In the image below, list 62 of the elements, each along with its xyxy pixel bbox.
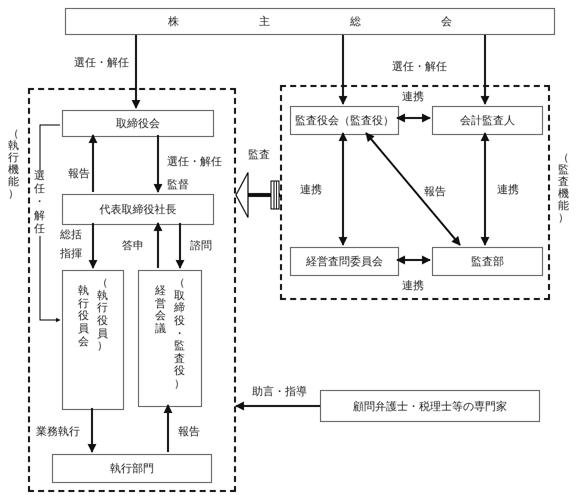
box-title: 執行部門	[110, 462, 154, 476]
arrow	[396, 114, 431, 122]
arrow	[480, 132, 490, 246]
box-title: 監査役会（監査役）	[295, 114, 394, 128]
edge-label: 助言・指導	[252, 385, 307, 400]
edge-label: 選任・解任	[34, 170, 45, 236]
edge-label: 選任・解任	[167, 155, 222, 170]
edge-label: 選任・解任	[74, 56, 129, 70]
box-title: 会計監査人	[460, 114, 515, 128]
edge-label: 選任・解任	[392, 60, 447, 74]
box-title: 取締役会	[116, 116, 160, 131]
edge-label: 連携	[497, 183, 519, 198]
arrow	[154, 135, 162, 193]
org-box	[62, 194, 214, 225]
edge-label: 諮問	[190, 239, 212, 254]
edge-label: 連携	[402, 90, 424, 104]
box-title: 経営査問委員会	[306, 254, 383, 269]
box-title: （執行役員）	[97, 277, 108, 353]
annotation-text: 指揮	[60, 247, 82, 262]
org-box	[320, 390, 540, 422]
edge-label: 業務執行	[36, 425, 80, 440]
box-title: 株主総会	[168, 14, 532, 29]
org-box	[290, 247, 399, 276]
org-box	[432, 247, 543, 276]
arrow	[480, 35, 490, 105]
edge-label: 監査	[248, 148, 270, 162]
arrow	[396, 256, 431, 264]
arrow	[235, 402, 320, 410]
group-heading: （監査機能）	[558, 152, 569, 225]
org-box	[52, 454, 212, 483]
annotation-text: 監督	[167, 178, 189, 192]
edge-label: 報告	[68, 167, 90, 182]
org-box	[432, 106, 543, 135]
edge-label: 連携	[300, 183, 322, 198]
arrow	[365, 132, 461, 246]
box-title: 経営会議	[155, 285, 166, 336]
committee-box	[62, 270, 124, 410]
edge-label: 報告	[178, 425, 200, 440]
edge-label: 答申	[122, 239, 144, 254]
org-box	[62, 110, 214, 137]
box-title: 執行役員会	[78, 285, 89, 348]
box-title: 監査部	[471, 254, 504, 269]
arrow	[176, 223, 184, 269]
arrow	[164, 404, 172, 452]
arrow	[338, 132, 348, 246]
arrow	[88, 134, 98, 192]
org-box	[290, 106, 399, 135]
group-heading: （執行機能）	[8, 128, 19, 201]
arrow	[154, 222, 162, 268]
arrow	[88, 223, 98, 269]
edge-label: 報告	[424, 185, 446, 200]
edge-label: 総括	[60, 228, 82, 242]
box-title: 代表取締役社長	[100, 202, 176, 217]
assembly-box	[65, 8, 555, 35]
edge-label: 連携	[402, 279, 424, 294]
arrow	[338, 35, 348, 105]
box-title: 顧問弁護士・税理士等の専門家	[353, 400, 507, 414]
committee-box	[138, 270, 202, 407]
arrow	[132, 35, 140, 109]
arrow	[88, 408, 96, 453]
arrow	[235, 172, 280, 218]
box-title: （取締役・監査役）	[174, 277, 185, 391]
